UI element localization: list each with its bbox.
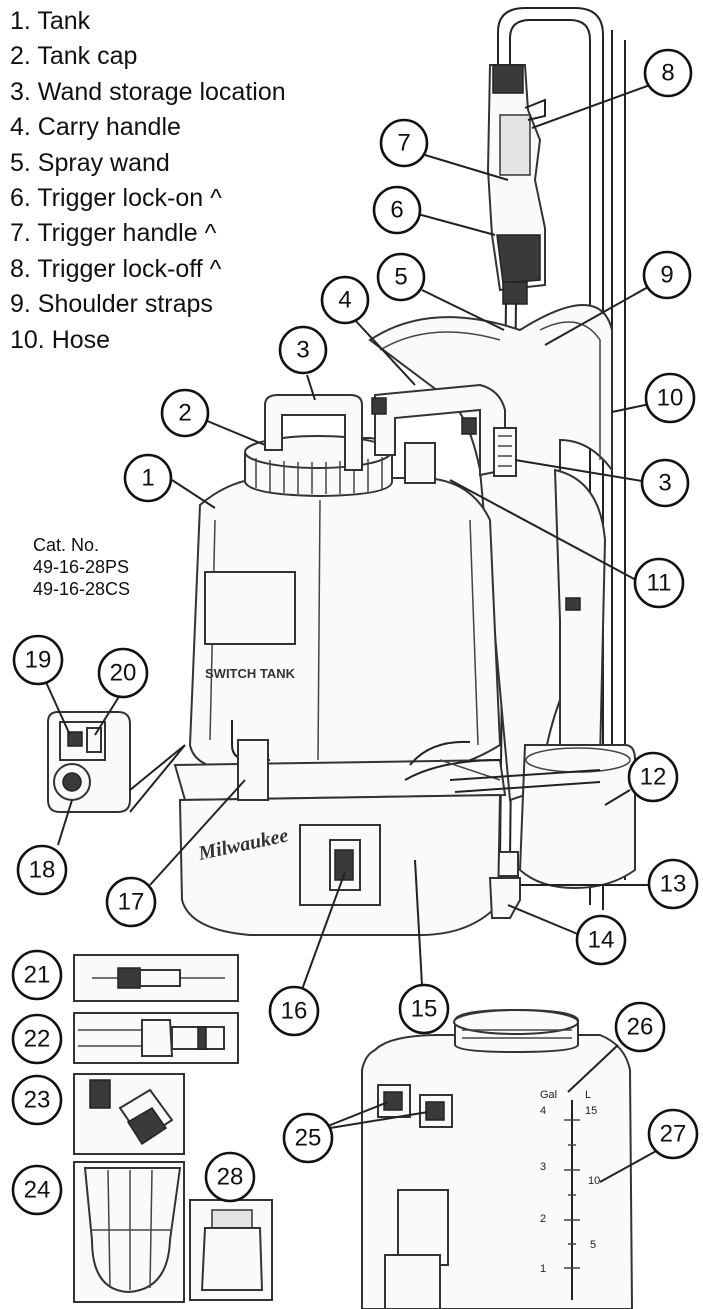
callout: 17: [105, 876, 157, 928]
callout: 28: [204, 1151, 256, 1203]
callout-number: 19: [25, 647, 52, 674]
callout: 19: [12, 634, 64, 686]
callout-number: 18: [29, 857, 56, 884]
scale-mark: 3: [540, 1161, 546, 1173]
callout: 11: [633, 557, 685, 609]
callout: 20: [97, 647, 149, 699]
callout-number: 3: [296, 337, 309, 364]
legend-item: 10. Hose: [10, 325, 111, 354]
callout-number: 6: [390, 197, 403, 224]
callout: 24: [11, 1164, 63, 1216]
callout: 3: [278, 325, 328, 375]
part-28-box: [189, 1199, 273, 1301]
callout-number: 28: [217, 1164, 244, 1191]
scale-mark: 5: [590, 1239, 596, 1251]
callout: 21: [11, 949, 63, 1001]
switch-detail: [47, 711, 186, 813]
scale-labels: Gal L 4 15 3 10 2 5 1: [540, 1089, 600, 1275]
callout: 8: [643, 48, 693, 98]
callout: 13: [647, 858, 699, 910]
callout: 4: [320, 275, 370, 325]
callout-number: 26: [627, 1014, 654, 1041]
callout-number: 25: [295, 1125, 322, 1152]
callout: 16: [268, 985, 320, 1037]
legend-item: 4. Carry handle: [10, 113, 181, 142]
callout-number: 2: [178, 400, 191, 427]
callout-number: 15: [411, 996, 438, 1023]
hose-canister: [518, 744, 636, 890]
callout-number: 1: [141, 465, 154, 492]
wand-nozzle: [488, 877, 521, 919]
scale-mark: 4: [540, 1105, 546, 1117]
trigger-handle: [486, 64, 546, 305]
callout-number: 16: [281, 998, 308, 1025]
part-23-box: [73, 1073, 185, 1155]
legend-item: 6. Trigger lock-on ^: [10, 184, 222, 213]
legend-item: 1. Tank: [10, 7, 91, 35]
callout: 2: [160, 388, 210, 438]
wand-clip: [493, 427, 517, 477]
legend-item: 9. Shoulder straps: [10, 290, 213, 319]
callout-number: 10: [657, 385, 684, 412]
callout: 14: [575, 914, 627, 966]
callout: 7: [379, 118, 429, 168]
tank-lower-view: [361, 1008, 634, 1309]
callout: 12: [627, 751, 679, 803]
callout-number: 17: [118, 889, 145, 916]
scale-mark: 1: [540, 1263, 546, 1275]
callout-number: 12: [640, 764, 667, 791]
callout-number: 23: [24, 1087, 51, 1114]
callout-number: 22: [24, 1026, 51, 1053]
carry-handle: [264, 383, 506, 484]
part-21-box: [73, 954, 239, 1002]
callout: 18: [16, 844, 68, 896]
callout: 9: [642, 250, 692, 300]
callout-number: 7: [397, 130, 410, 157]
tank-body: [173, 475, 601, 936]
callout-number: 5: [394, 264, 407, 291]
scale-mark: 15: [585, 1105, 597, 1117]
callout-number: 3: [658, 470, 671, 497]
legend-item: 8. Trigger lock-off ^: [10, 254, 222, 283]
part-22-box: [73, 1012, 239, 1064]
parts-legend: 1. Tank 2. Tank cap 3. Wand storage loca…: [10, 4, 286, 358]
callout: 3: [640, 458, 690, 508]
catalog-number: Cat. No. 49-16-28PS 49-16-28CS: [33, 534, 130, 600]
callout: 10: [644, 372, 696, 424]
callout-number: 9: [660, 262, 673, 289]
callout: 25: [282, 1112, 334, 1164]
callout-number: 27: [660, 1121, 687, 1148]
scale-unit-gal: Gal: [540, 1089, 557, 1101]
callout: 6: [372, 185, 422, 235]
callout-number: 21: [24, 962, 51, 989]
callout: 27: [647, 1108, 699, 1160]
tank-label: SWITCH TANK: [205, 666, 296, 681]
callout: 1: [123, 453, 173, 503]
scale-mark: 10: [588, 1175, 600, 1187]
callout: 23: [11, 1074, 63, 1126]
callout-number: 13: [660, 871, 687, 898]
legend-item: 3. Wand storage location: [10, 77, 286, 106]
callout-number: 20: [110, 660, 137, 687]
part-24-box: [73, 1161, 185, 1303]
callout: 15: [398, 983, 450, 1035]
catalog-number-cs: 49-16-28CS: [33, 579, 131, 599]
legend-item: 2. Tank cap: [10, 42, 138, 71]
scale-mark: 2: [540, 1213, 546, 1225]
callout-number: 4: [338, 287, 351, 314]
scale-unit-l: L: [585, 1089, 591, 1101]
callout: 22: [11, 1013, 63, 1065]
callout-number: 14: [588, 927, 615, 954]
callout: 26: [614, 1001, 666, 1053]
legend-item: 7. Trigger handle ^: [10, 219, 217, 248]
callout: 5: [376, 252, 426, 302]
callout-number: 24: [24, 1177, 51, 1204]
callout-number: 11: [647, 570, 672, 597]
catalog-number-ps: 49-16-28PS: [33, 557, 130, 577]
legend-item: 5. Spray wand: [10, 148, 170, 177]
catalog-label: Cat. No.: [33, 535, 100, 555]
callout-number: 8: [661, 60, 674, 87]
